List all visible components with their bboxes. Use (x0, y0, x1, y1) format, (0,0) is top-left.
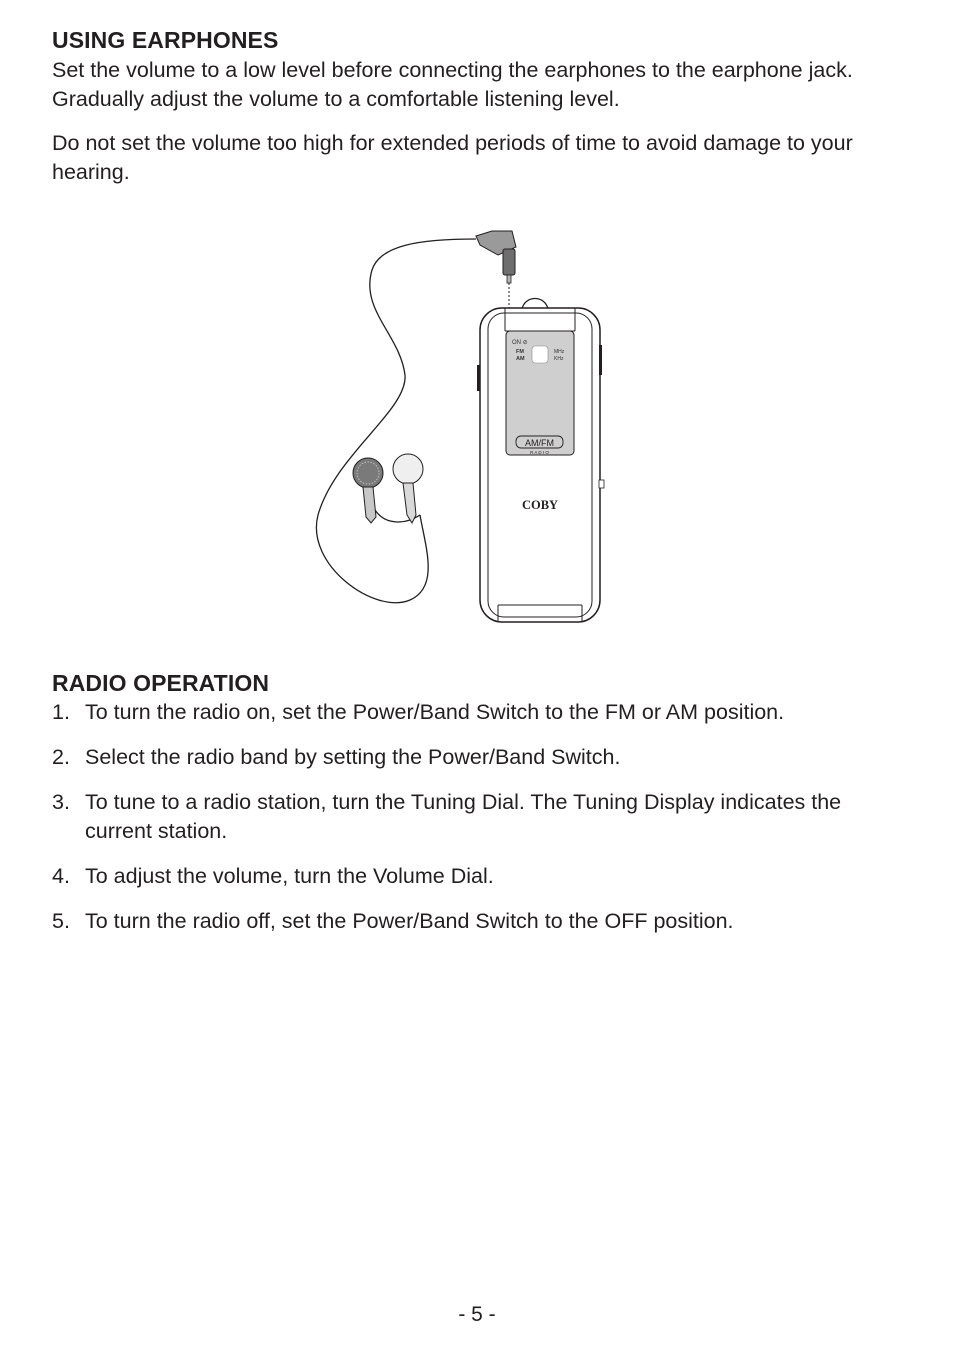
step-text: To tune to a radio station, turn the Tun… (85, 790, 842, 843)
step-text: To turn the radio on, set the Power/Band… (85, 700, 785, 724)
earphone-cable (315, 238, 477, 604)
section-heading-earphones: USING EARPHONES (52, 27, 279, 53)
list-item: 2. Select the radio band by setting the … (52, 743, 912, 772)
step-number: 1. (52, 700, 70, 724)
mhz-label: MHz (554, 349, 565, 355)
am-label: AM (516, 356, 525, 362)
step-number: 5. (52, 909, 70, 933)
list-item: 1. To turn the radio on, set the Power/B… (52, 698, 912, 727)
radio-logo-sub: R A D I O (530, 450, 549, 455)
earphones-paragraph-1: Set the volume to a low level before con… (52, 58, 853, 111)
page-number: - 5 - (458, 1303, 496, 1326)
step-text: Select the radio band by setting the Pow… (85, 745, 621, 769)
on-switch-label: ON ⊘ (512, 340, 528, 346)
list-item: 5. To turn the radio off, set the Power/… (52, 907, 912, 936)
left-earbud-icon (352, 457, 384, 524)
step-text: To adjust the volume, turn the Volume Di… (85, 864, 494, 888)
right-earbud-icon (392, 453, 424, 525)
fm-label: FM (516, 349, 524, 355)
step-number: 3. (52, 790, 70, 814)
section-heading-radio-operation: RADIO OPERATION (52, 670, 270, 696)
step-number: 2. (52, 745, 70, 769)
radio-with-earphones-illustration: ON ⊘ FM AM MHz KHz AM/FM R A D I O COBY (315, 230, 605, 623)
earphones-paragraph-2: Do not set the volume too high for exten… (52, 131, 853, 184)
list-item: 3. To tune to a radio station, turn the … (52, 788, 912, 846)
radio-device-icon: ON ⊘ FM AM MHz KHz AM/FM R A D I O COBY (477, 297, 605, 623)
khz-label: KHz (554, 356, 564, 362)
headphone-plug-icon (475, 230, 517, 309)
step-text: To turn the radio off, set the Power/Ban… (85, 909, 734, 933)
step-number: 4. (52, 864, 70, 888)
amfm-logo: AM/FM (525, 438, 554, 448)
list-item: 4. To adjust the volume, turn the Volume… (52, 862, 912, 891)
brand-logo: COBY (522, 498, 558, 512)
